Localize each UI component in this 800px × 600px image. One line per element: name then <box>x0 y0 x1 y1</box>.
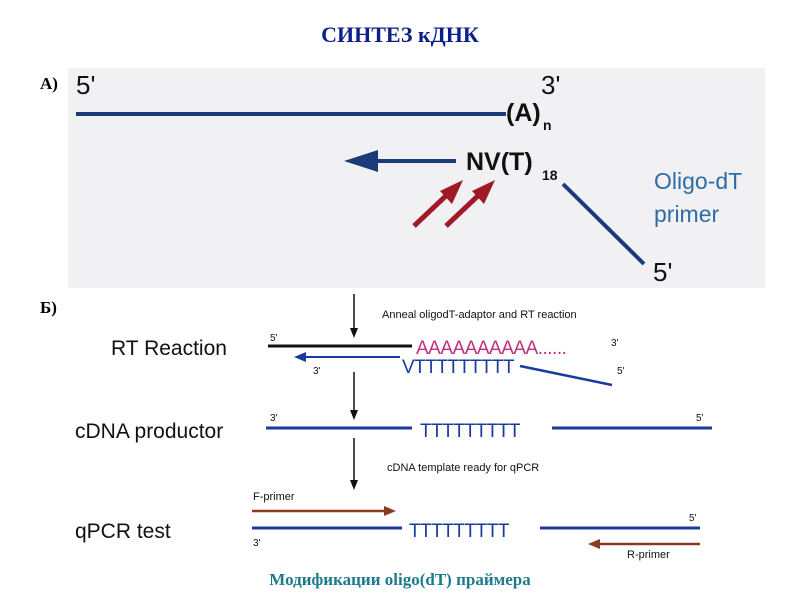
qpcr-3prime-label: 3' <box>253 538 261 549</box>
red-arrow-1-head <box>440 180 463 204</box>
mrna-5prime-label: 5' <box>76 70 95 100</box>
panel-a-marker: А) <box>40 74 58 93</box>
primer-extension-arrowhead <box>344 150 378 172</box>
cdna-productor-label: cDNA productor <box>75 420 223 443</box>
f-primer-arrowhead <box>384 506 396 516</box>
oligo-dt-label-line1: Oligo-dT <box>654 168 742 194</box>
poly-a-subscript: n <box>543 117 552 133</box>
rt-poly-a: AAAAAAAAAA...... <box>416 338 566 359</box>
rt-poly-t: VTTTTTTTTT <box>402 357 515 378</box>
flow-arrow-3-head <box>350 480 358 490</box>
qpcr-poly-t: TTTTTTTTT <box>409 521 510 542</box>
red-arrow-2-shaft <box>444 190 484 228</box>
panel-a-background <box>68 68 765 288</box>
template-ready-caption: cDNA template ready for qPCR <box>387 462 539 474</box>
red-arrow-2-head <box>472 180 495 204</box>
qpcr-5prime-label: 5' <box>689 513 697 524</box>
oligo-dt-tail <box>561 182 646 266</box>
rt-adaptor-tail <box>519 364 613 387</box>
primer-subscript: 18 <box>542 167 558 183</box>
mrna-3prime-label: 3' <box>541 70 560 100</box>
flow-arrow-2-head <box>350 410 358 420</box>
page-title: СИНТЕЗ кДНК <box>321 22 479 47</box>
rt-3prime-left-label: 3' <box>313 366 321 377</box>
r-primer-label: R-primer <box>627 549 670 561</box>
slide-caption: Модификации oligo(dT) праймера <box>269 570 531 589</box>
panel-b-marker: Б) <box>40 298 57 317</box>
oligo-5prime-label: 5' <box>653 257 672 287</box>
anneal-caption: Anneal oligodT-adaptor and RT reaction <box>382 309 577 321</box>
cdna-5prime-label: 5' <box>696 413 704 424</box>
oligo-dt-label-line2: primer <box>654 201 720 227</box>
cdna-3prime-label: 3' <box>270 413 278 424</box>
rt-cdna-arrowhead <box>294 352 306 362</box>
flow-arrow-1-head <box>350 328 358 338</box>
r-primer-arrowhead <box>588 539 600 549</box>
rt-5prime-right-label: 5' <box>617 366 625 377</box>
rt-reaction-label: RT Reaction <box>111 337 227 360</box>
cdna-poly-t: TTTTTTTTT <box>420 421 521 442</box>
f-primer-label: F-primer <box>253 491 295 503</box>
rt-3prime-right-label: 3' <box>611 338 619 349</box>
rt-5prime-label: 5' <box>270 333 278 344</box>
primer-label: NV(T) <box>466 148 533 176</box>
red-arrow-1-shaft <box>412 190 452 228</box>
poly-a-tail-label: (A) <box>506 99 541 127</box>
qpcr-test-label: qPCR test <box>75 520 171 543</box>
